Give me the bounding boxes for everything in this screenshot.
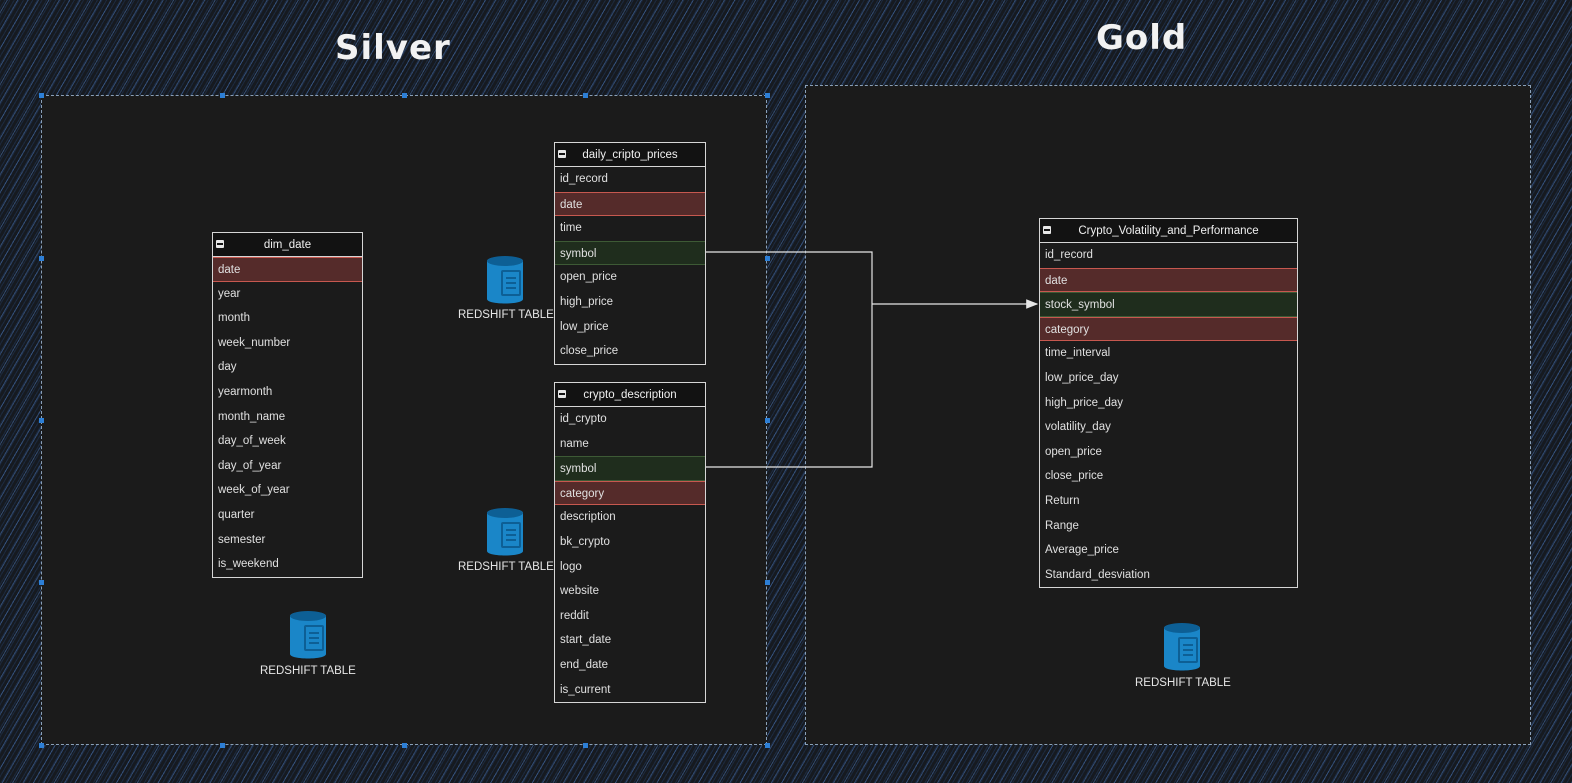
table-title: Crypto_Volatility_and_Performance bbox=[1078, 225, 1259, 237]
table-row[interactable]: week_of_year bbox=[218, 484, 290, 497]
table-row[interactable]: website bbox=[560, 585, 599, 598]
table-row[interactable]: high_price_day bbox=[1045, 396, 1124, 409]
table-row[interactable]: start_date bbox=[560, 634, 612, 647]
table-row[interactable]: date bbox=[555, 191, 705, 217]
collapse-icon[interactable] bbox=[216, 240, 224, 248]
resize-handle[interactable] bbox=[39, 743, 44, 748]
table-row[interactable]: yearmonth bbox=[218, 385, 273, 398]
resize-handle[interactable] bbox=[583, 93, 588, 98]
resize-handle[interactable] bbox=[39, 418, 44, 423]
table-header[interactable]: crypto_description bbox=[555, 383, 705, 407]
table-row[interactable]: logo bbox=[560, 560, 582, 573]
table-row[interactable]: low_price_day bbox=[1045, 371, 1119, 384]
table-row[interactable]: week_number bbox=[218, 336, 291, 349]
table-row[interactable]: day bbox=[218, 361, 237, 374]
redshift-table-label: REDSHIFT TABLE bbox=[260, 665, 356, 677]
table-header[interactable]: Crypto_Volatility_and_Performance bbox=[1040, 219, 1297, 243]
table-header[interactable]: dim_date bbox=[213, 233, 362, 257]
resize-handle[interactable] bbox=[765, 743, 770, 748]
table-row[interactable]: open_price bbox=[560, 271, 617, 284]
table-row[interactable]: Return bbox=[1045, 494, 1080, 507]
table-row[interactable]: reddit bbox=[560, 609, 589, 622]
table-row[interactable]: name bbox=[560, 437, 589, 450]
redshift-database-icon[interactable] bbox=[1162, 622, 1202, 672]
table-row[interactable]: high_price bbox=[560, 295, 614, 308]
table-crypto-description[interactable]: crypto_description id_crypto name symbol… bbox=[554, 382, 706, 704]
table-row[interactable]: id_record bbox=[560, 173, 608, 185]
redshift-database-icon[interactable] bbox=[485, 255, 525, 305]
table-crypto-volatility-and-performance[interactable]: Crypto_Volatility_and_Performance id_rec… bbox=[1039, 218, 1298, 589]
table-row[interactable]: Range bbox=[1045, 519, 1079, 532]
table-row[interactable]: day_of_week bbox=[218, 435, 286, 448]
table-header[interactable]: daily_cripto_prices bbox=[555, 143, 705, 167]
table-row[interactable]: bk_crypto bbox=[560, 535, 610, 548]
resize-handle[interactable] bbox=[39, 256, 44, 261]
table-row[interactable]: is_weekend bbox=[218, 558, 279, 571]
table-row[interactable]: volatility_day bbox=[1045, 421, 1111, 434]
collapse-icon[interactable] bbox=[558, 390, 566, 398]
resize-handle[interactable] bbox=[220, 93, 225, 98]
redshift-database-icon[interactable] bbox=[288, 610, 328, 660]
table-row[interactable]: id_record bbox=[1045, 249, 1093, 261]
resize-handle[interactable] bbox=[220, 743, 225, 748]
table-row[interactable]: symbol bbox=[555, 240, 705, 266]
table-row[interactable]: day_of_year bbox=[218, 459, 282, 472]
table-row[interactable]: Average_price bbox=[1045, 544, 1119, 557]
redshift-table-label: REDSHIFT TABLE bbox=[1135, 677, 1231, 689]
table-row[interactable]: time_interval bbox=[1045, 347, 1111, 360]
table-row[interactable]: quarter bbox=[218, 508, 255, 521]
table-row[interactable]: is_current bbox=[560, 683, 611, 696]
table-title: dim_date bbox=[263, 239, 312, 251]
table-row[interactable]: description bbox=[560, 511, 616, 524]
resize-handle[interactable] bbox=[39, 580, 44, 585]
silver-layer-title: Silver bbox=[335, 28, 451, 68]
resize-handle[interactable] bbox=[765, 93, 770, 98]
table-dim-date[interactable]: dim_date date year month week_number day… bbox=[212, 232, 363, 578]
resize-handle[interactable] bbox=[765, 418, 770, 423]
table-row[interactable]: date bbox=[1040, 267, 1297, 293]
table-row[interactable]: close_price bbox=[560, 345, 619, 358]
table-title: daily_cripto_prices bbox=[582, 149, 678, 161]
resize-handle[interactable] bbox=[39, 93, 44, 98]
table-row[interactable]: semester bbox=[218, 533, 266, 546]
table-row[interactable]: Standard_desviation bbox=[1045, 568, 1150, 581]
redshift-database-icon[interactable] bbox=[485, 507, 525, 557]
resize-handle[interactable] bbox=[402, 93, 407, 98]
redshift-table-label: REDSHIFT TABLE bbox=[458, 561, 554, 573]
table-row[interactable]: time bbox=[560, 222, 582, 235]
collapse-icon[interactable] bbox=[558, 150, 566, 158]
table-title: crypto_description bbox=[583, 389, 677, 401]
resize-handle[interactable] bbox=[402, 743, 407, 748]
gold-layer-title: Gold bbox=[1096, 18, 1188, 58]
table-row[interactable]: id_crypto bbox=[560, 413, 607, 425]
resize-handle[interactable] bbox=[583, 743, 588, 748]
resize-handle[interactable] bbox=[765, 580, 770, 585]
table-row[interactable]: month_name bbox=[218, 410, 286, 423]
table-row[interactable]: end_date bbox=[560, 658, 608, 671]
table-row[interactable]: category bbox=[555, 480, 705, 506]
redshift-table-label: REDSHIFT TABLE bbox=[458, 309, 554, 321]
table-row[interactable]: date bbox=[213, 257, 362, 282]
table-row[interactable]: category bbox=[1040, 316, 1297, 342]
table-row[interactable]: year bbox=[218, 287, 241, 300]
table-row[interactable]: close_price bbox=[1045, 470, 1104, 483]
table-daily-cripto-prices[interactable]: daily_cripto_prices id_record date time … bbox=[554, 142, 706, 365]
collapse-icon[interactable] bbox=[1043, 226, 1051, 234]
table-row[interactable]: low_price bbox=[560, 320, 609, 333]
resize-handle[interactable] bbox=[765, 256, 770, 261]
table-row[interactable]: month bbox=[218, 312, 250, 325]
table-row[interactable]: stock_symbol bbox=[1040, 292, 1297, 317]
table-row[interactable]: symbol bbox=[555, 456, 705, 481]
table-row[interactable]: open_price bbox=[1045, 445, 1102, 458]
